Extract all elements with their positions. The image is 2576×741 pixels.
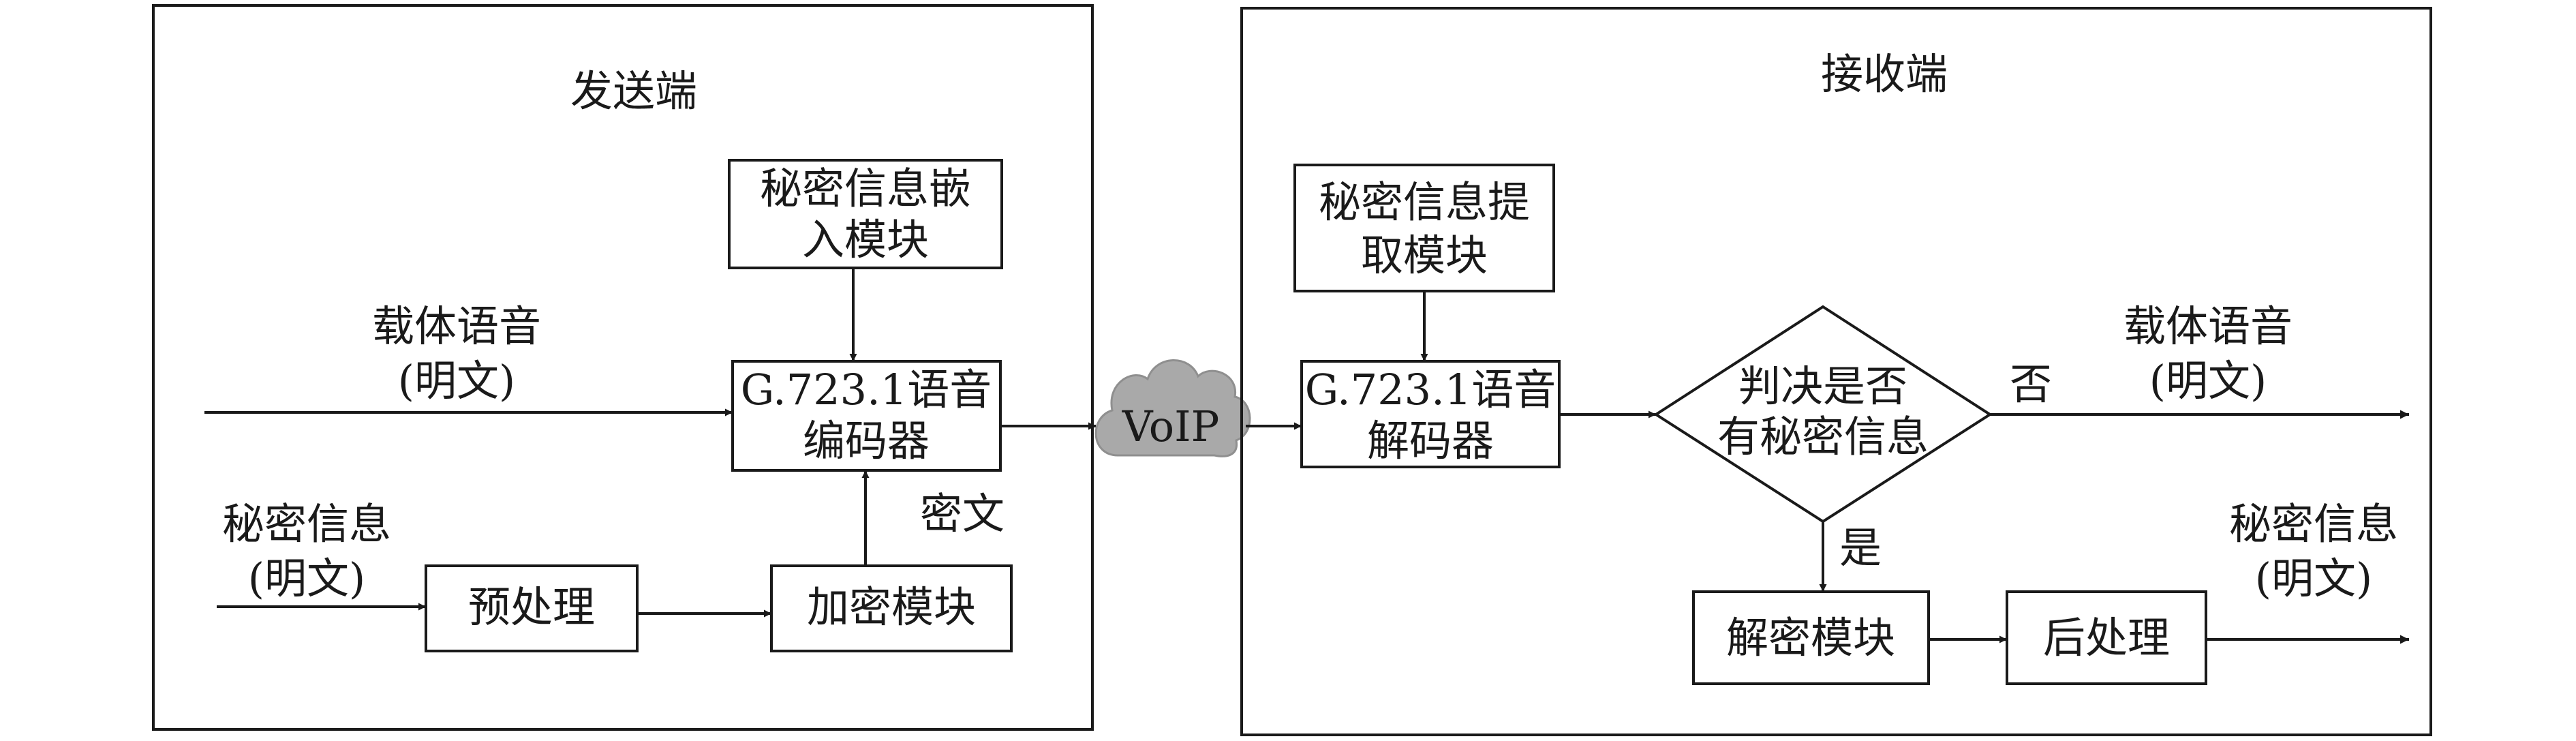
ciphertext-label: 密文 bbox=[920, 489, 1005, 539]
no-label: 否 bbox=[2010, 359, 2052, 409]
receiver-title: 接收端 bbox=[1821, 49, 1948, 99]
embed-module-label-line1: 秘密信息嵌 bbox=[760, 164, 971, 213]
preprocess-box bbox=[425, 564, 639, 652]
extract-module-label-line1: 秘密信息提 bbox=[1319, 177, 1530, 227]
secret-output-label-line2: (明文) bbox=[2255, 554, 2372, 603]
secret-input-label-line1: 秘密信息 bbox=[222, 499, 391, 549]
decoder-box bbox=[1300, 360, 1561, 468]
decrypt-box bbox=[1692, 590, 1930, 685]
postprocess-box bbox=[2006, 590, 2207, 685]
extract-module-label-line2: 取模块 bbox=[1361, 230, 1488, 280]
secret-input-label-line2: (明文) bbox=[248, 554, 365, 603]
secret-output-label-line1: 秘密信息 bbox=[2229, 499, 2398, 549]
voip-label: VoIP bbox=[1122, 402, 1220, 451]
encoder-label-line2: 编码器 bbox=[803, 416, 930, 466]
extract-module-box bbox=[1293, 164, 1555, 292]
sender-panel bbox=[152, 4, 1094, 731]
decoder-label-line2: 解码器 bbox=[1367, 416, 1494, 466]
carrier-input-label-line1: 载体语音 bbox=[372, 301, 541, 351]
sender-title: 发送端 bbox=[570, 66, 697, 116]
embed-module-label-line2: 入模块 bbox=[802, 215, 929, 264]
receiver-panel bbox=[1240, 7, 2432, 736]
carrier-input-label-line2: (明文) bbox=[398, 356, 515, 406]
encrypt-label: 加密模块 bbox=[807, 582, 976, 632]
encoder-label-line1: G.723.1语音 bbox=[741, 365, 992, 414]
encoder-box bbox=[731, 360, 1002, 472]
carrier-output-label-line1: 载体语音 bbox=[2123, 301, 2293, 351]
decoder-label-line1: G.723.1语音 bbox=[1305, 365, 1557, 414]
carrier-output-label-line2: (明文) bbox=[2149, 356, 2267, 406]
yes-label: 是 bbox=[1839, 523, 1882, 573]
decrypt-label: 解密模块 bbox=[1726, 613, 1895, 663]
preprocess-label: 预处理 bbox=[468, 582, 595, 632]
encrypt-box bbox=[770, 564, 1013, 652]
postprocess-label: 后处理 bbox=[2043, 613, 2170, 663]
decision-label-line2: 有秘密信息 bbox=[1717, 412, 1929, 462]
decision-label-line1: 判决是否 bbox=[1738, 361, 1907, 411]
embed-module-box bbox=[728, 159, 1003, 269]
